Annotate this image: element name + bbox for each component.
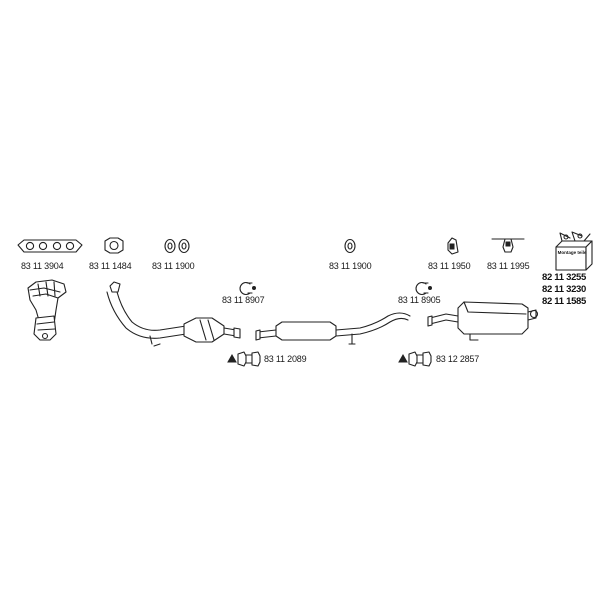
gasket-pair-icon[interactable] [164, 238, 190, 254]
front-pipe-catalyst-icon[interactable] [106, 281, 241, 347]
rear-silencer-icon[interactable] [427, 301, 539, 341]
rear-sleeve-icon[interactable] [398, 351, 432, 367]
front-clamp-icon[interactable] [239, 281, 256, 296]
exhaust-manifold-icon[interactable] [27, 279, 67, 341]
rubber-mount-part-number: 83 11 1995 [487, 261, 530, 271]
kit-part-number-2: 82 11 3230 [542, 284, 587, 295]
square-gasket-part-number: 83 11 1484 [89, 261, 132, 271]
hanger-icon[interactable] [447, 237, 459, 255]
front-clamp-part-number: 83 11 8907 [222, 295, 265, 305]
kit-part-number-3: 82 11 1585 [542, 296, 587, 307]
assembly-kit-box-icon[interactable] [555, 231, 593, 271]
kit-box-label: Montage teile [557, 250, 587, 255]
manifold-gasket-part-number: 83 11 3904 [21, 261, 64, 271]
mid-gasket-part-number: 83 11 1900 [329, 261, 372, 271]
front-sleeve-icon[interactable] [227, 351, 261, 367]
square-gasket-icon[interactable] [104, 237, 124, 254]
mid-gasket-icon[interactable] [344, 238, 356, 254]
rubber-mount-icon[interactable] [491, 238, 525, 253]
rear-clamp-icon[interactable] [415, 281, 432, 296]
front-sleeve-part-number: 83 11 2089 [264, 354, 307, 364]
middle-silencer-icon[interactable] [255, 312, 411, 345]
gasket-pair-part-number: 83 11 1900 [152, 261, 195, 271]
rear-sleeve-part-number: 83 12 2857 [436, 354, 480, 364]
hanger-part-number: 83 11 1950 [428, 261, 471, 271]
kit-part-number-1: 82 11 3255 [542, 272, 587, 283]
rear-clamp-part-number: 83 11 8905 [398, 295, 441, 305]
manifold-gasket-icon[interactable] [17, 239, 83, 253]
